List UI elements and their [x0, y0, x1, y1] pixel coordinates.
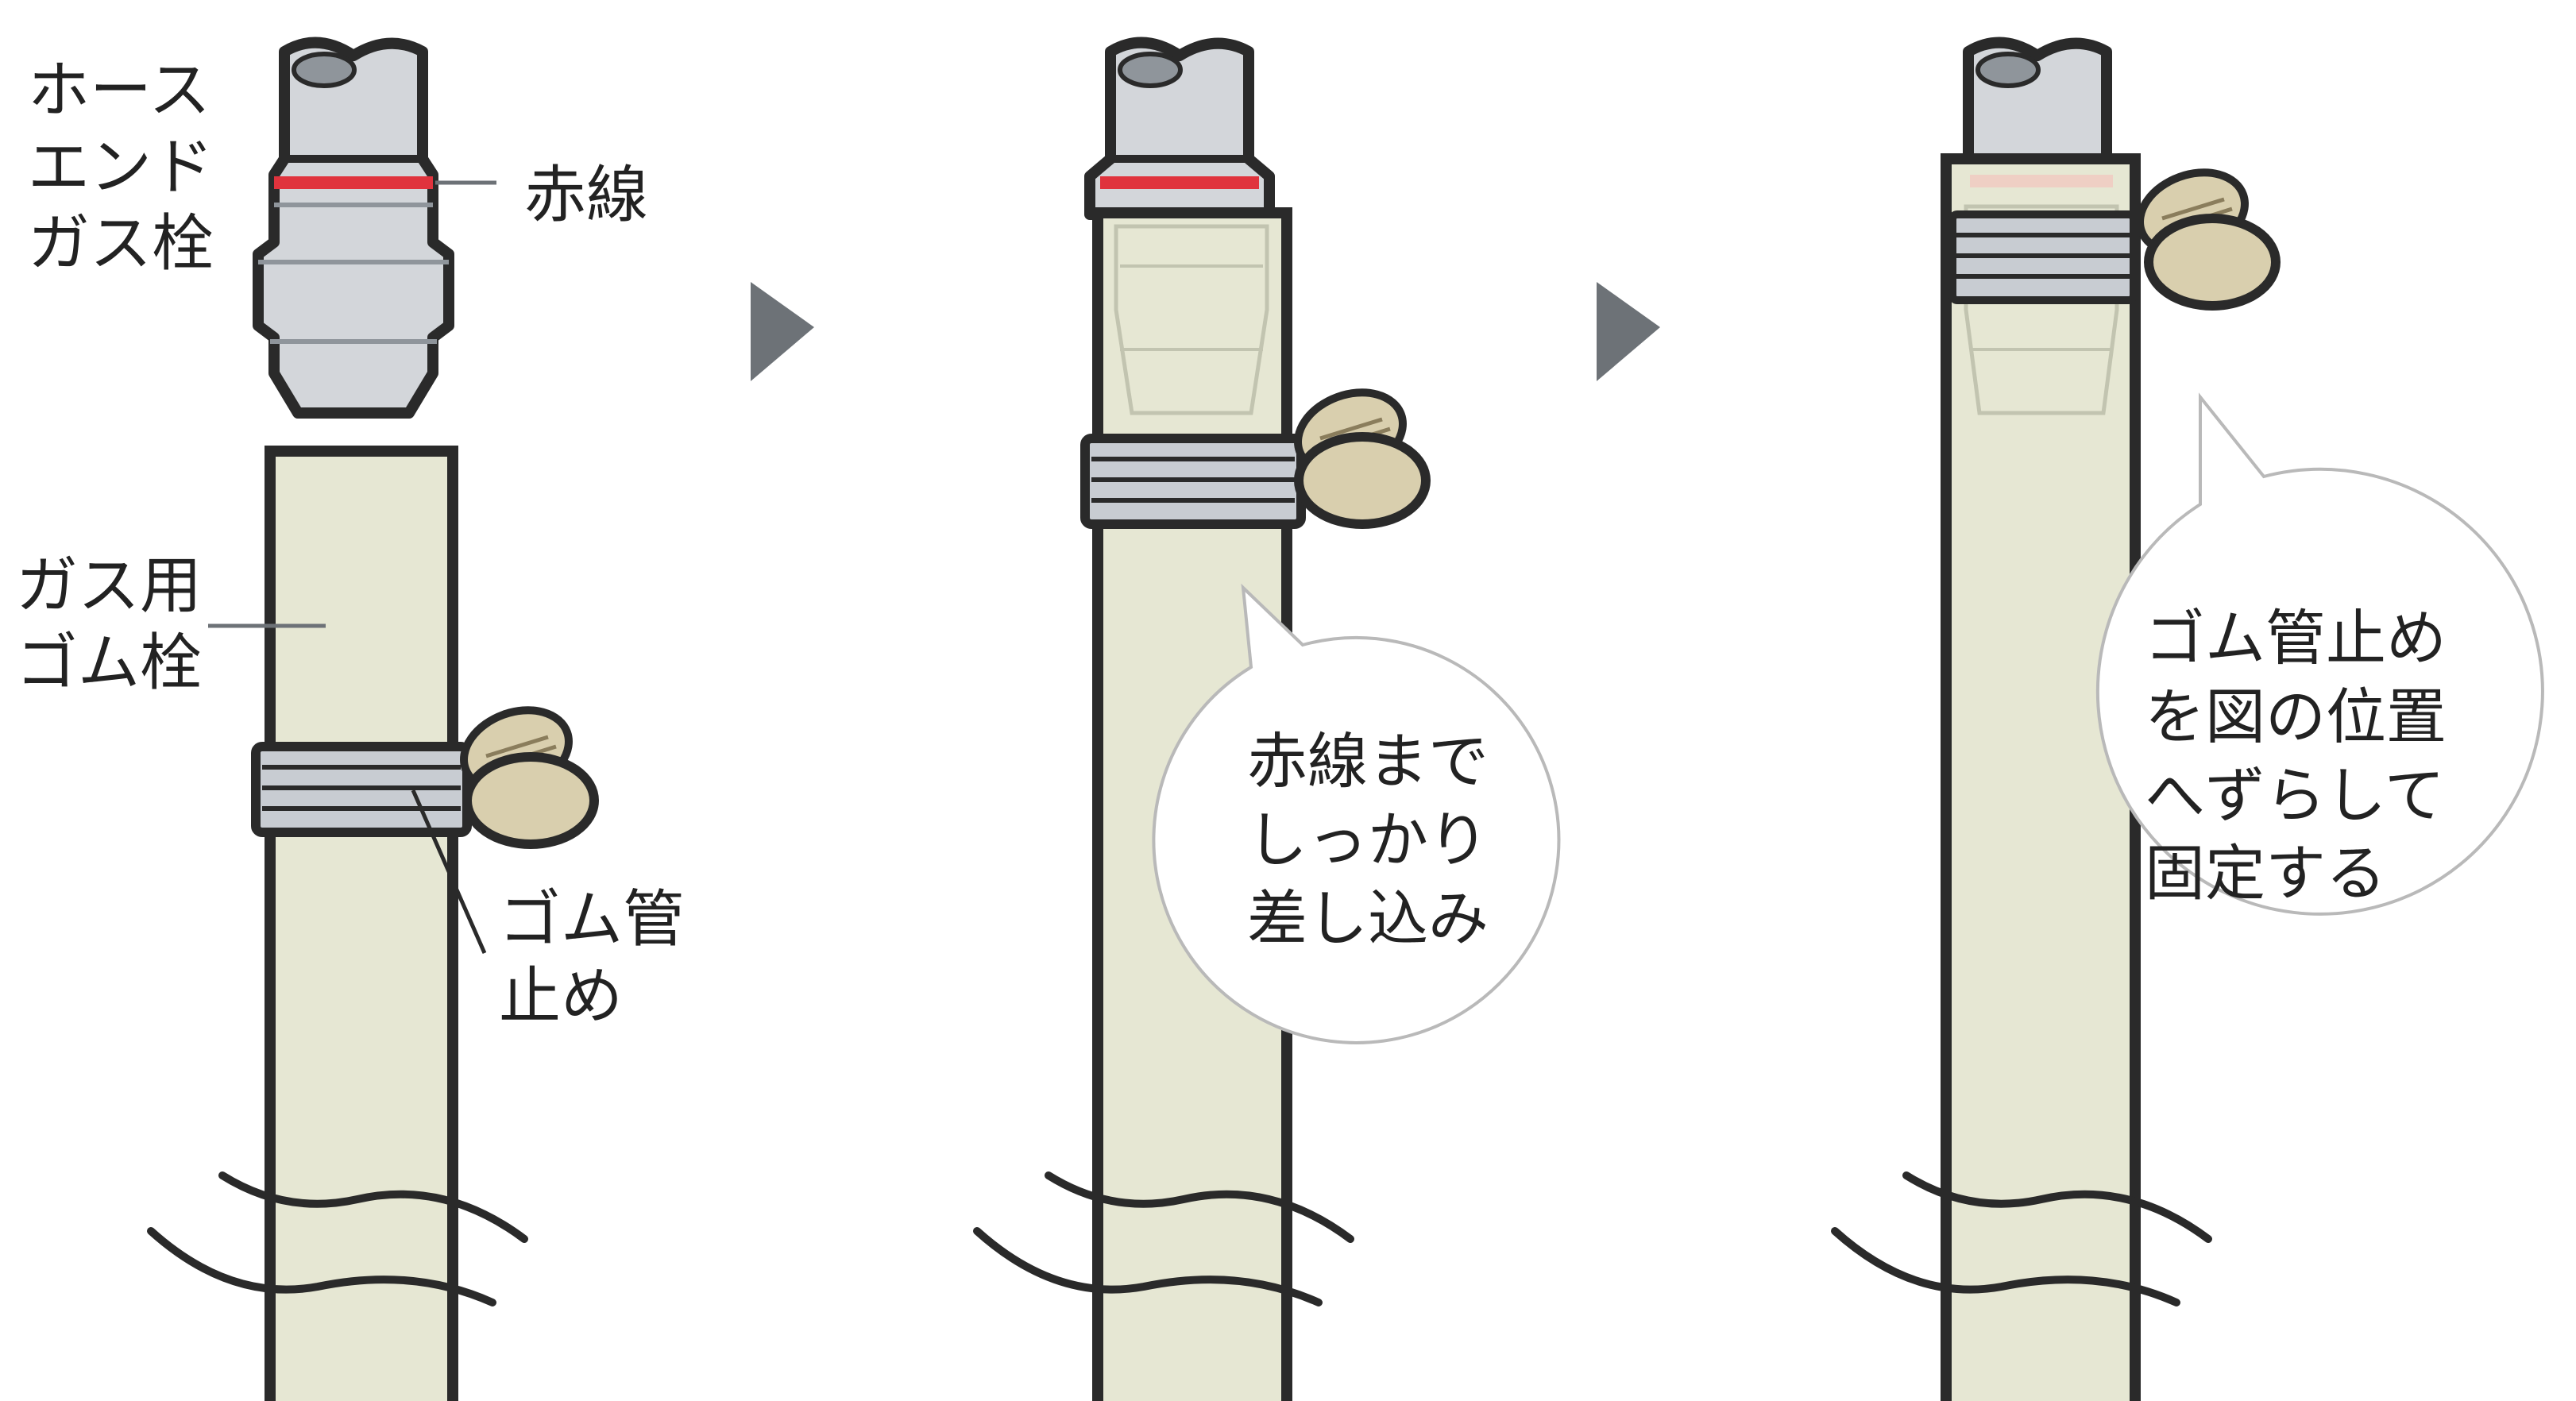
gas-rubber-plug-label: ガス用 ゴム栓: [16, 550, 203, 699]
gas-rubber-hose: [208, 446, 458, 1401]
bubble-fix-text: ゴム管止め を図の位置 へずらして 固定する: [2145, 603, 2447, 909]
hose-end-fitting: [1084, 37, 1275, 220]
panel-before: [147, 37, 599, 1401]
red-line-label: 赤線: [524, 160, 649, 231]
red-line-marker: [1100, 176, 1259, 189]
arrow-right-icon: [751, 282, 814, 381]
speech-bubble: [2095, 392, 2544, 916]
hose-clamp: [251, 706, 599, 849]
panel-insert: [973, 37, 1561, 1401]
panel-fix: [1831, 37, 2544, 1401]
red-line-marker: [274, 176, 433, 189]
hose-clamp: [1080, 388, 1431, 529]
hose-end-fitting: [253, 37, 454, 419]
arrow-right-icon: [1597, 282, 1660, 381]
bubble-insert-text: 赤線まで しっかり 差し込み: [1247, 726, 1489, 954]
speech-bubble: [1152, 583, 1561, 1044]
hose-end-valve-label: ホース エンド ガス栓: [28, 55, 214, 280]
hose-clamp-label: ゴム管 止め: [499, 884, 686, 1032]
gas-rubber-hose: [1941, 153, 2141, 1401]
hose-clamp: [1948, 168, 2281, 311]
